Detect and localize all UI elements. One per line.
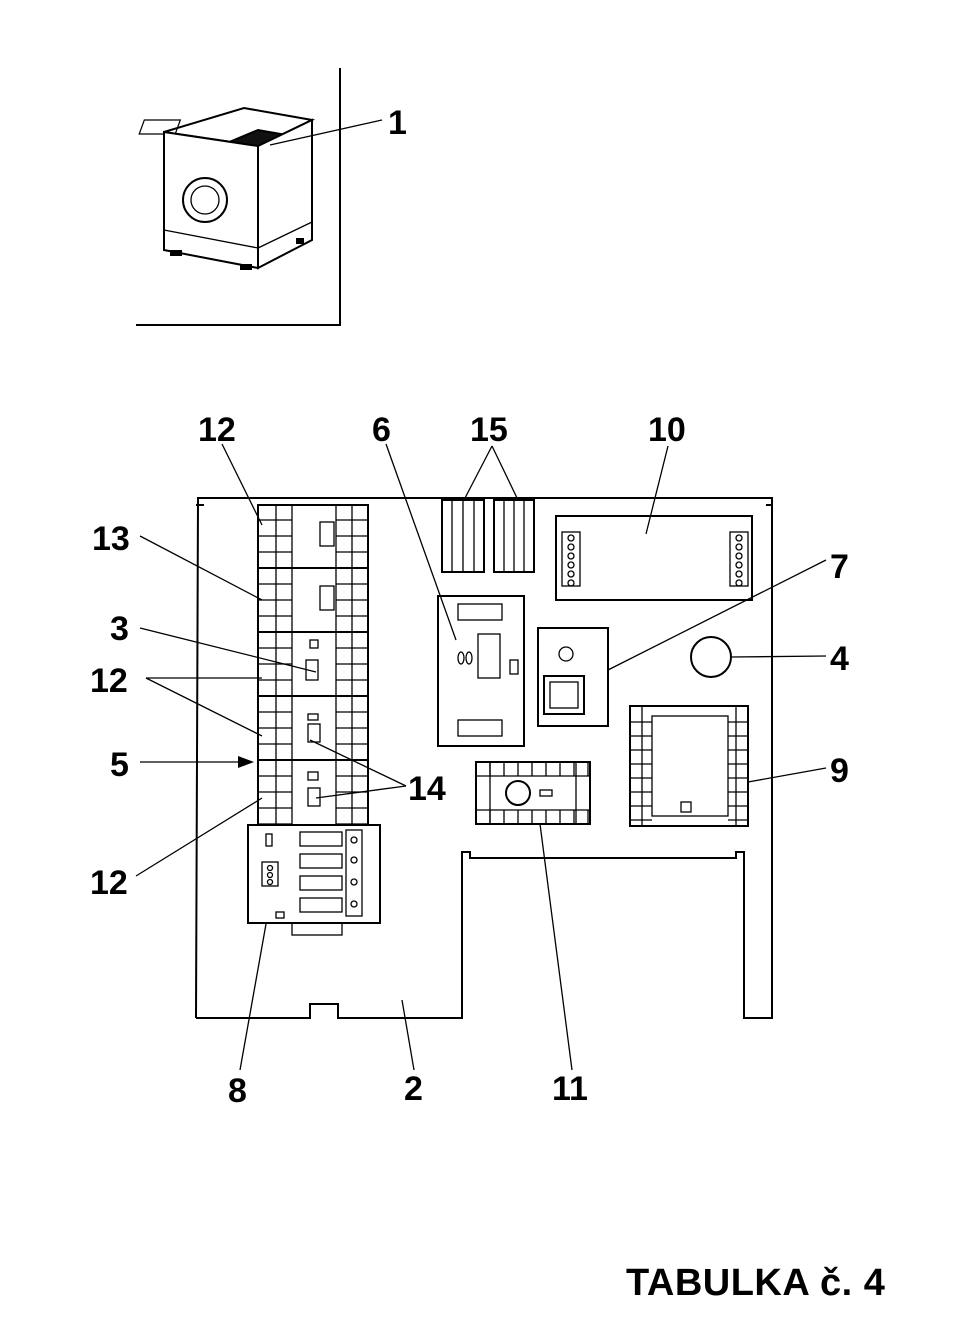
callout-14: 14	[408, 770, 446, 808]
connector-pin	[735, 543, 743, 551]
callout-13: 13	[92, 520, 130, 558]
door	[182, 177, 228, 223]
connector-pin	[735, 561, 743, 569]
callout-6: 6	[372, 411, 391, 449]
callout-10: 10	[648, 411, 686, 449]
washing-machine-inset: 1	[136, 68, 407, 326]
leader-lines	[135, 443, 827, 1071]
connector-pin	[735, 534, 743, 542]
callout-12-middle: 12	[90, 662, 128, 700]
connector-pin	[567, 543, 575, 551]
module-11	[475, 761, 591, 825]
connector-pin	[567, 561, 575, 569]
connector-pin	[735, 552, 743, 560]
callout-12-top: 12	[198, 411, 236, 449]
callout-3: 3	[110, 610, 129, 648]
plate-caption: TABULKA č. 4	[626, 1262, 886, 1304]
callout-7: 7	[830, 548, 849, 586]
module-9	[629, 705, 749, 827]
callout-2: 2	[404, 1070, 423, 1108]
connectors-15	[441, 499, 535, 573]
callout-12-bottom: 12	[90, 864, 128, 902]
callout-11: 11	[552, 1070, 588, 1108]
callout-9: 9	[830, 752, 849, 790]
callout-4: 4	[830, 640, 849, 678]
callout-1: 1	[388, 104, 407, 142]
relay-modules	[257, 504, 369, 826]
connector-pin	[567, 552, 575, 560]
connector-pin	[567, 534, 575, 542]
component-7	[537, 627, 609, 727]
connector-pin	[567, 579, 575, 587]
connector-pin	[735, 570, 743, 578]
module-10	[555, 515, 753, 601]
connector-pin	[735, 579, 743, 587]
component-4	[690, 636, 732, 678]
callout-5: 5	[110, 746, 129, 784]
module-8	[247, 824, 381, 936]
connector-pin	[567, 570, 575, 578]
callout-8: 8	[228, 1072, 247, 1110]
board-outline	[195, 497, 773, 1019]
callout-15: 15	[470, 411, 508, 449]
board-6	[437, 595, 525, 747]
